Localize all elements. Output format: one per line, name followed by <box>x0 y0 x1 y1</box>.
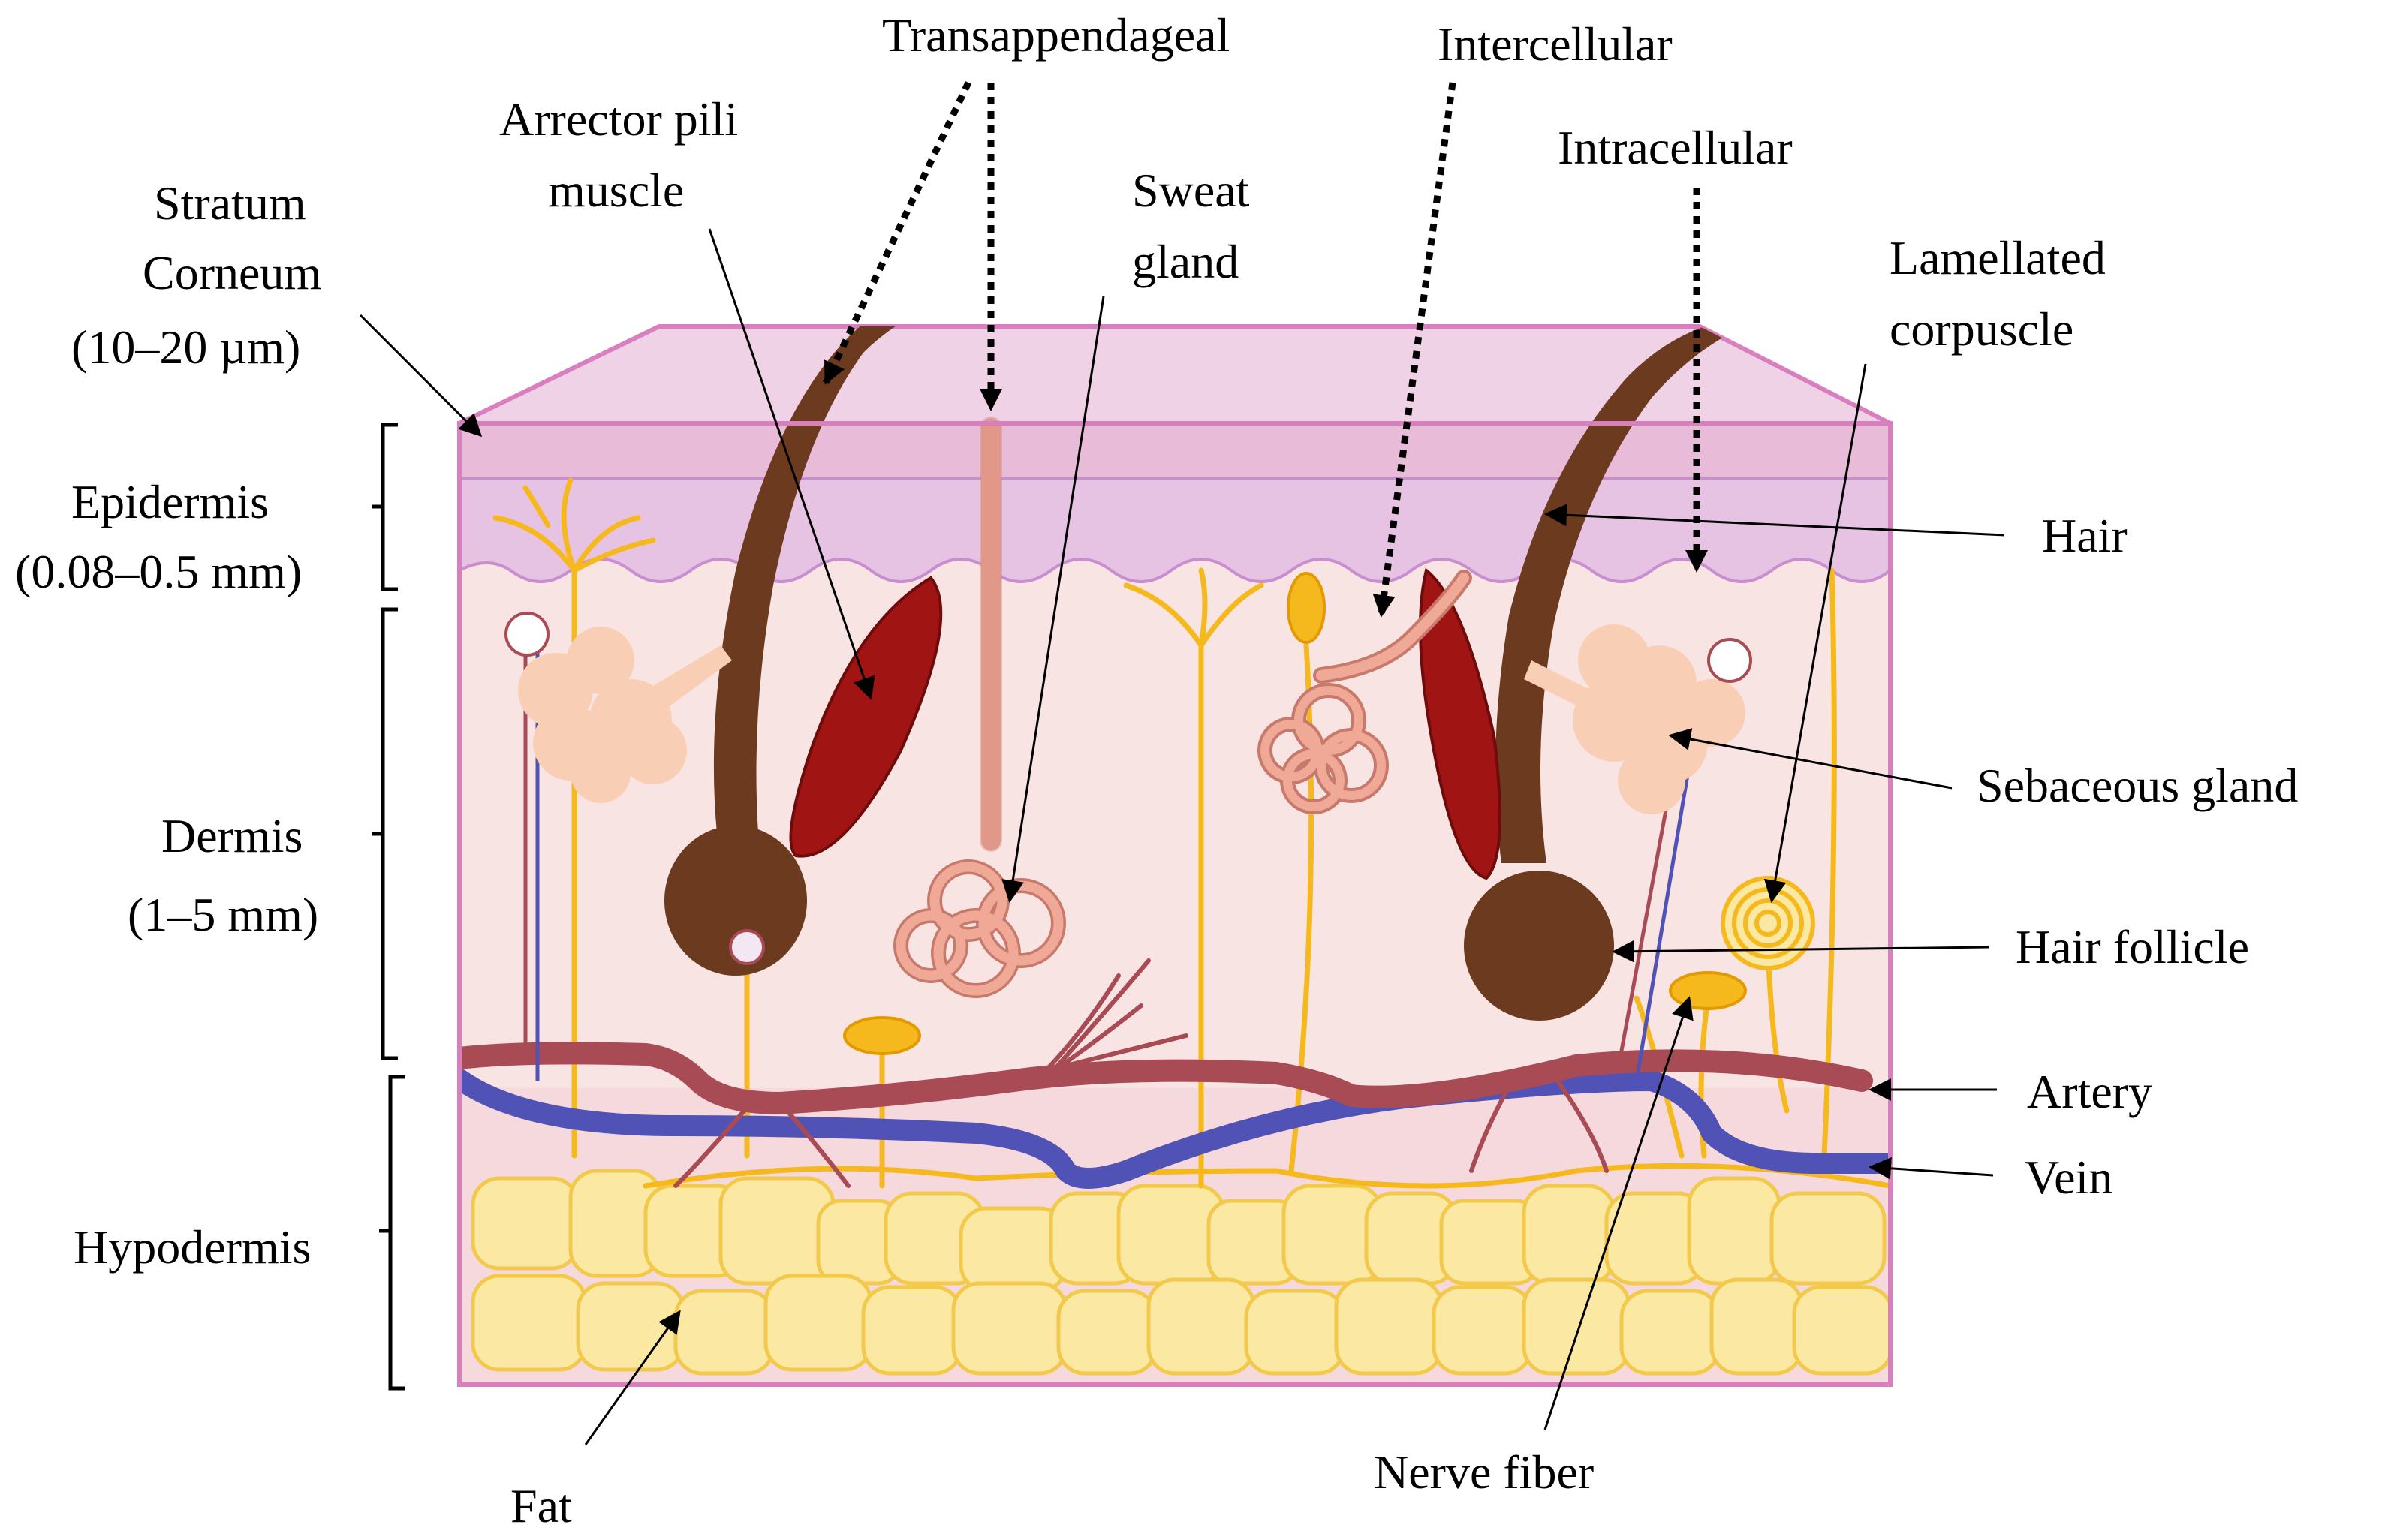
sweat-gland-center <box>1257 570 1472 814</box>
sebaceous-leader <box>1668 728 1953 790</box>
arrector-leader <box>708 228 875 700</box>
label-hair: Hair <box>2042 509 2128 562</box>
label-sweat-line2: gland <box>1132 235 1239 288</box>
stratum-corneum-layer <box>459 423 1890 479</box>
label-arrector-line2: muscle <box>548 164 684 217</box>
dermis-brace <box>372 607 398 1060</box>
label-arrector-line1: Arrector pili <box>499 92 738 146</box>
label-intercellular: Intercellular <box>1438 17 1673 71</box>
layer-braces <box>372 423 405 1391</box>
nerve-fibers <box>492 477 1890 1189</box>
label-vein: Vein <box>2025 1150 2112 1204</box>
label-lamellated-line2: corpuscle <box>1890 302 2073 356</box>
penetration-routes <box>822 81 1708 618</box>
label-sebaceous: Sebaceous gland <box>1977 759 2298 812</box>
fat-cell <box>1522 1184 1616 1286</box>
fat-cell <box>1687 1176 1781 1286</box>
fat-cell <box>471 1274 588 1372</box>
hair-follicle-right <box>1464 326 1772 1021</box>
nerve-fiber-leader <box>1543 996 1694 1430</box>
label-sweat-line1: Sweat <box>1132 164 1250 217</box>
sweat-leader <box>1001 296 1105 903</box>
fat-cell <box>1769 1191 1887 1286</box>
hair-papilla-left <box>729 929 765 965</box>
labels: Transappendageal Intercellular Intracell… <box>15 8 2298 1532</box>
spiral-corpuscles <box>504 612 1752 683</box>
arrector-pili-right <box>1419 567 1501 880</box>
fat-cell <box>471 1176 580 1271</box>
lamellated-corpuscle <box>1721 876 1815 970</box>
intercellular-arrow <box>1372 82 1456 618</box>
fat-cell <box>1792 1285 1890 1376</box>
lamellated-leader <box>1763 363 1867 903</box>
vein <box>459 1069 1890 1189</box>
skin-block-outline <box>457 421 1893 1387</box>
fat-leader <box>584 1310 681 1445</box>
label-dermis-line2: (1–5 mm) <box>128 888 318 941</box>
label-stratum-line2: Corneum <box>143 246 321 299</box>
label-artery: Artery <box>2027 1065 2152 1118</box>
transappendageal-arrow-left <box>822 81 972 385</box>
leader-lines <box>359 228 2005 1445</box>
fat-cells <box>471 1169 1890 1376</box>
label-nerve-fiber: Nerve fiber <box>1374 1445 1594 1499</box>
fat-cell <box>861 1285 963 1376</box>
label-hair-follicle: Hair follicle <box>2016 920 2249 973</box>
label-dermis-line1: Dermis <box>161 809 303 862</box>
label-epidermis-line2: (0.08–0.5 mm) <box>15 545 302 598</box>
fat-cell <box>1244 1289 1346 1376</box>
fat-cell <box>576 1281 685 1372</box>
label-fat: Fat <box>510 1479 572 1532</box>
label-epidermis-line1: Epidermis <box>71 475 269 528</box>
hypodermis-brace <box>379 1075 405 1391</box>
fat-cell <box>1619 1289 1721 1376</box>
epidermis-brace <box>372 423 398 591</box>
fat-cell <box>951 1281 1068 1376</box>
vein-leader <box>1869 1157 1994 1180</box>
hair-follicle-leader <box>1612 940 1990 963</box>
label-stratum-line3: (10–20 µm) <box>71 320 300 374</box>
fat-cell <box>1432 1285 1534 1376</box>
fat-cell <box>763 1274 873 1372</box>
fat-cell <box>1146 1277 1256 1376</box>
fat-cell <box>673 1289 775 1376</box>
hair-bulb-left <box>664 826 807 976</box>
sebaceous-gland-left <box>518 627 732 803</box>
label-stratum-line1: Stratum <box>154 176 306 230</box>
hair-follicle-left <box>664 326 1006 976</box>
fat-cell <box>1709 1277 1804 1376</box>
meissner-corpuscles <box>843 572 1747 1055</box>
hair-bulb-right <box>1464 871 1614 1021</box>
sebaceous-gland-right <box>1524 624 1745 814</box>
hair-leader <box>1544 504 2005 537</box>
hair-shaft-right <box>1495 326 1772 863</box>
label-hypodermis: Hypodermis <box>74 1220 311 1274</box>
arrector-pili-left <box>789 576 943 858</box>
fat-cell <box>1056 1289 1158 1376</box>
label-lamellated-line1: Lamellated <box>1890 231 2106 284</box>
fat-cell <box>1334 1277 1444 1376</box>
label-intracellular: Intracellular <box>1558 121 1793 174</box>
fat-cell <box>1522 1277 1631 1376</box>
label-transappendageal: Transappendageal <box>882 8 1230 62</box>
hair-shaft-left <box>713 326 1006 833</box>
stratum-leader <box>359 314 483 438</box>
